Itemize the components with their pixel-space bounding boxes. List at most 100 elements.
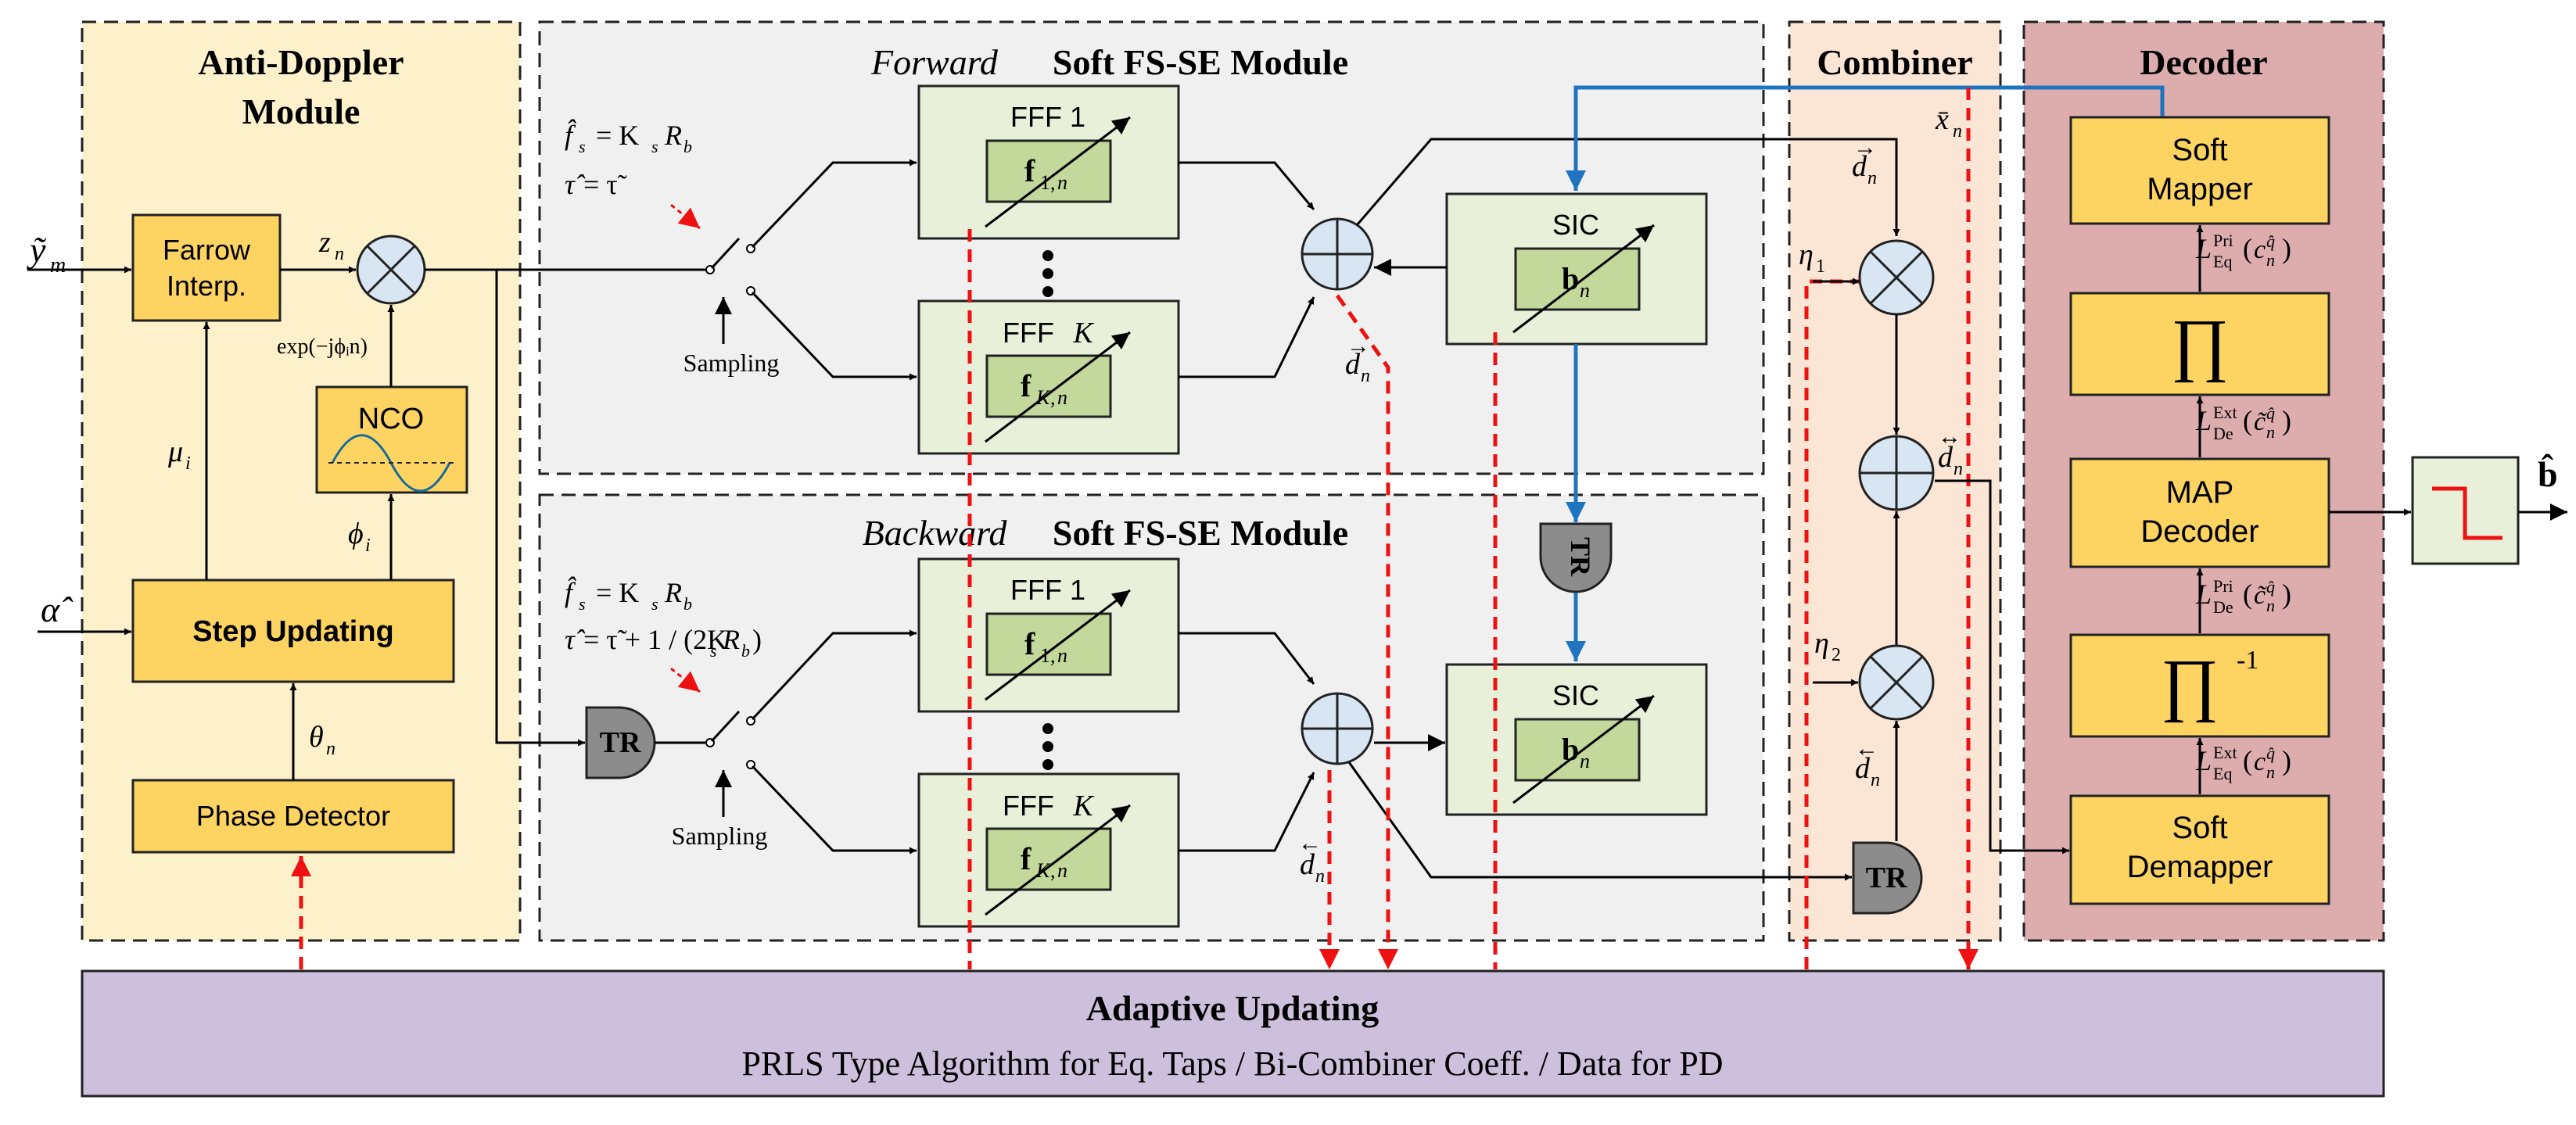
svg-text:Pri: Pri <box>2213 576 2233 596</box>
svg-text:n: n <box>335 244 344 264</box>
svg-text:(: ( <box>2243 405 2252 436</box>
eta1-label: η 1 <box>1799 238 1825 277</box>
nco-label: NCO <box>358 403 424 435</box>
svg-text:n: n <box>1361 366 1370 386</box>
svg-text:b: b <box>741 641 750 661</box>
z-n-label: z n <box>318 226 344 264</box>
combiner-forward-d-label: → d n <box>1852 134 1877 188</box>
svg-text:b: b <box>683 137 692 156</box>
svg-text:Eq: Eq <box>2213 252 2232 271</box>
fwd-fff1-to-sum <box>1179 161 1315 210</box>
forward-red-pointer <box>670 203 701 230</box>
soft-mapper-block <box>2069 116 2330 225</box>
svg-text:L: L <box>2195 405 2212 436</box>
svg-text:R: R <box>664 577 682 608</box>
svg-text:= K: = K <box>596 120 639 151</box>
fwd-fffk-to-sum <box>1179 296 1315 378</box>
svg-text:De: De <box>2213 597 2233 617</box>
map-decoder-label-2: Decoder <box>2140 514 2258 549</box>
deinterleaver-label: ∏ -1 <box>2161 646 2258 723</box>
soft-mapper-label-2: Mapper <box>2147 172 2253 206</box>
svg-text:Eq: Eq <box>2213 764 2232 783</box>
svg-text:s: s <box>710 641 717 661</box>
backward-fk-adjust-arrow <box>985 804 1131 916</box>
backward-fff1-label: FFF 1 <box>1010 574 1085 606</box>
svg-text:q̂: q̂ <box>2266 577 2275 597</box>
forward-fk-adjust-arrow <box>985 331 1131 443</box>
svg-text:f: f <box>1024 153 1035 188</box>
svg-text:Ext: Ext <box>2213 403 2237 422</box>
svg-text:-1: -1 <box>2237 646 2258 675</box>
slicer-step-icon <box>2432 486 2502 540</box>
svg-text:n: n <box>1954 459 1963 479</box>
backward-b-adjust-arrow <box>1512 694 1655 804</box>
combiner-title: Combiner <box>1817 42 1972 82</box>
map-decoder-block <box>2069 457 2330 568</box>
bwd-switch-to-fff1 <box>751 629 917 721</box>
backward-sampling-label: Sampling <box>672 822 768 850</box>
forward-f1-tap <box>985 139 1112 203</box>
soft-demapper-label-1: Soft <box>2172 811 2227 845</box>
svg-text:Ext: Ext <box>2213 743 2237 762</box>
anti-doppler-title-1: Anti-Doppler <box>198 42 404 82</box>
svg-text:i: i <box>185 453 191 474</box>
svg-text:2: 2 <box>1832 645 1841 665</box>
svg-text:b: b <box>1562 732 1579 767</box>
svg-text:x̄: x̄ <box>1935 103 1949 136</box>
adaptive-updating-title: Adaptive Updating <box>1086 988 1379 1028</box>
svg-text:R: R <box>722 624 740 655</box>
svg-text:n: n <box>1953 121 1962 142</box>
svg-text:,: , <box>1050 859 1056 882</box>
svg-text:1: 1 <box>1816 256 1825 277</box>
svg-text:De: De <box>2213 424 2233 443</box>
svg-text:R: R <box>664 120 682 151</box>
backward-output-to-combiner-tr <box>1347 761 1852 881</box>
svg-text:FFF: FFF <box>1003 790 1054 822</box>
svg-text:L: L <box>2195 579 2212 610</box>
svg-text:←: ← <box>1298 830 1322 856</box>
deinterleaver-block <box>2069 633 2330 738</box>
svg-text:→: → <box>1853 134 1877 160</box>
fwd-output-red-line <box>1335 294 1398 969</box>
svg-text:n: n <box>2266 762 2275 782</box>
forward-sampling-switch[interactable] <box>705 237 755 296</box>
svg-text:s: s <box>651 594 658 614</box>
backward-d-label: ← d n <box>1298 830 1325 887</box>
svg-text:): ) <box>2282 233 2291 264</box>
svg-text:n: n <box>1057 859 1067 882</box>
combiner-summer <box>1858 435 1935 511</box>
forward-summer <box>1301 217 1374 291</box>
interleaver-block <box>2069 292 2330 396</box>
soft-demapper-label-2: Demapper <box>2127 850 2273 884</box>
b-hat-label: b̂ <box>2538 453 2558 494</box>
forward-sic-label: SIC <box>1552 209 1599 241</box>
anti-doppler-title-2: Module <box>242 91 361 131</box>
svg-text:i: i <box>365 536 371 556</box>
trunk-to-backward-tr <box>495 270 585 747</box>
input-y-label: ỹ m <box>27 230 66 278</box>
forward-fffk-label: FFF K <box>1003 317 1094 349</box>
svg-text:Pri: Pri <box>2213 231 2233 250</box>
alpha-hat-label: α̂ <box>41 589 74 629</box>
combiner-tr-label: TR <box>1866 862 1907 894</box>
soft-mapper-feedback-blue <box>1566 85 2165 191</box>
svg-text:n: n <box>1580 279 1590 302</box>
svg-text:FFF: FFF <box>1003 317 1054 349</box>
forward-b-label: b n <box>1562 261 1590 302</box>
backward-tr-label: TR <box>600 726 641 759</box>
combiner-backward-d-label: ← d n <box>1855 736 1880 790</box>
svg-text:K: K <box>1072 317 1094 349</box>
y-subscript: m <box>50 253 66 278</box>
svg-text:d: d <box>1345 348 1361 381</box>
svg-text:d: d <box>1938 441 1954 474</box>
forward-b-adjust-arrow <box>1512 224 1655 334</box>
svg-text:b: b <box>683 594 692 614</box>
forward-fff1-label: FFF 1 <box>1010 101 1085 133</box>
interleaver-label: ∏ <box>2171 306 2229 383</box>
svg-text:(: ( <box>2243 579 2252 610</box>
svg-text:s: s <box>579 594 586 614</box>
step-updating-block <box>131 579 455 683</box>
svg-text:↔: ↔ <box>1938 424 1961 450</box>
svg-text:s: s <box>651 137 658 156</box>
svg-text:z: z <box>318 226 331 259</box>
